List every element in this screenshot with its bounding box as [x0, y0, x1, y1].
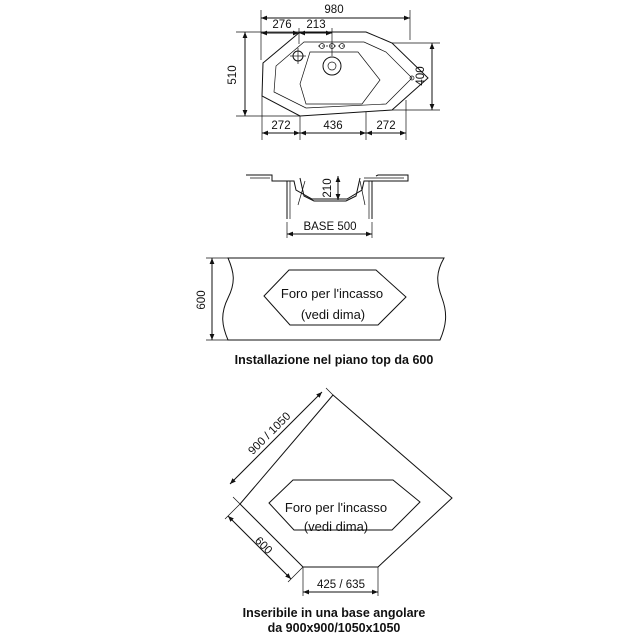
- dim-bottom-mid: 436: [323, 120, 342, 132]
- hole-label-line1: Foro per l'incasso: [281, 286, 383, 301]
- corner-caption-line1: Inseribile in una base angolare: [243, 606, 426, 620]
- dim-left-offset: 276: [272, 19, 291, 31]
- sink-outline: [261, 31, 429, 117]
- overflow-icon: [290, 48, 306, 64]
- hole-label-line2: (vedi dima): [301, 307, 365, 322]
- top-view: 980 276 213 510 400 272 436 272: [227, 4, 440, 140]
- dim-worktop-depth: 600: [196, 290, 208, 309]
- dim-base: BASE 500: [303, 221, 356, 233]
- corner-view: Foro per l'incasso (vedi dima) 900 / 105…: [224, 387, 453, 635]
- dim-section-depth: 210: [322, 178, 334, 197]
- dim-corner-side: 600: [252, 535, 274, 557]
- section-view: 210 BASE 500: [246, 174, 409, 238]
- worktop-outline: [222, 257, 447, 341]
- corner-hole-label-line1: Foro per l'incasso: [285, 500, 387, 515]
- cutout-hole: [263, 269, 407, 326]
- dim-inner-depth: 400: [415, 66, 427, 85]
- dim-tap-spacing: 213: [306, 19, 325, 31]
- sink-section-profile: [246, 174, 409, 200]
- dim-overall-depth: 510: [227, 65, 239, 84]
- worktop-caption: Installazione nel piano top da 600: [235, 353, 434, 367]
- corner-base-outline: [239, 394, 453, 568]
- dim-bottom-right: 272: [376, 120, 395, 132]
- corner-hole-label-line2: (vedi dima): [304, 519, 368, 534]
- corner-caption-line2: da 900x900/1050x1050: [268, 621, 401, 635]
- sink-basin: [273, 41, 413, 109]
- dim-corner-front: 425 / 635: [317, 579, 365, 591]
- drain-icon: [322, 56, 342, 76]
- worktop-view: Foro per l'incasso (vedi dima) 600 Insta…: [196, 257, 447, 367]
- dim-bottom-left: 272: [271, 120, 290, 132]
- dim-overall-width: 980: [324, 4, 343, 16]
